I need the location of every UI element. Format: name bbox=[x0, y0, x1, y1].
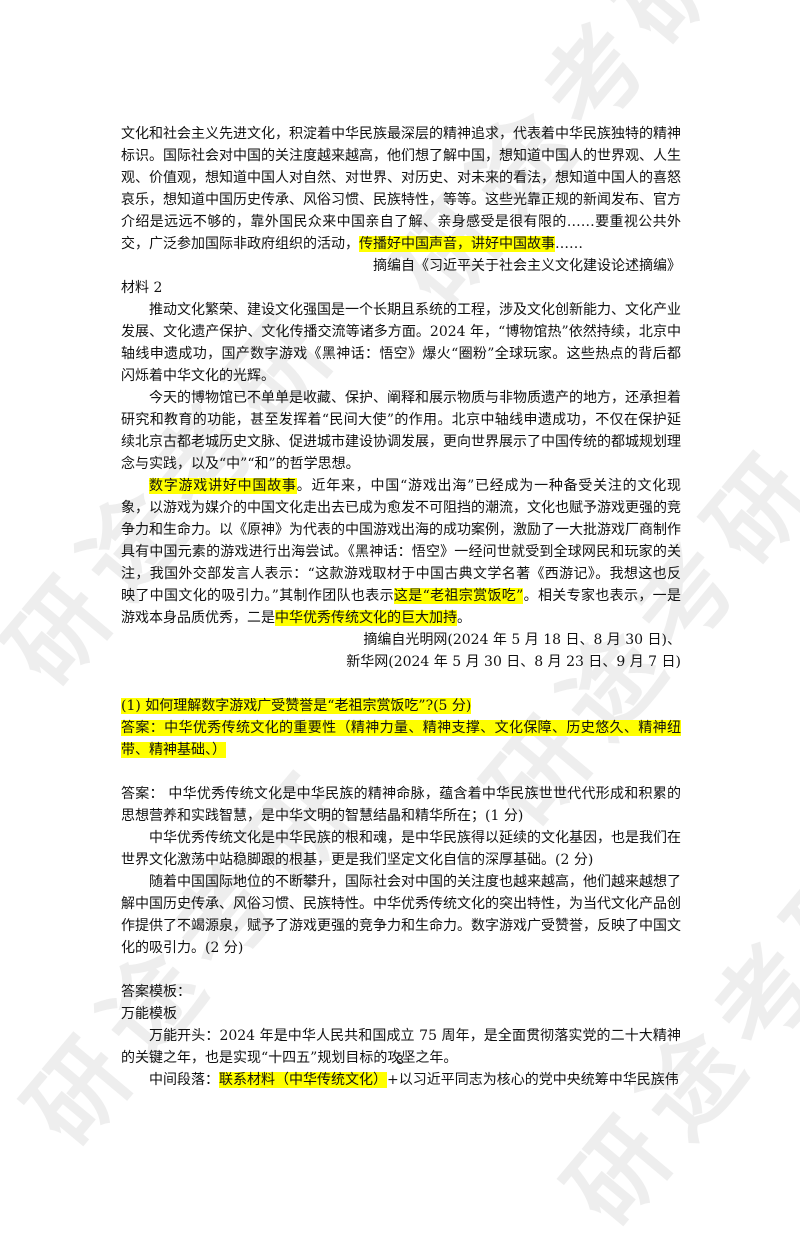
section-heading: 材料 2 bbox=[121, 280, 163, 296]
highlight: 中华优秀传统文化的巨大加持 bbox=[275, 610, 457, 626]
source-citation: 摘编自光明网(2024 年 5 月 18 日、8 月 30 日)、 bbox=[363, 632, 681, 648]
short-answer: 答案：中华优秀传统文化的重要性（精神力量、精神支撑、文化保障、历史悠久、精神纽带… bbox=[121, 717, 681, 761]
passage-1-text: 文化和社会主义先进文化，积淀着中华民族最深层的精神追求，代表着中华民族独特的精神… bbox=[121, 126, 681, 252]
template-middle-text: +以习近平同志为核心的党中央统筹中华民族伟 bbox=[387, 1072, 679, 1088]
paragraph: 今天的博物馆已不单单是收藏、保护、阐释和展示物质与非物质遗产的地方，还承担着研究… bbox=[121, 390, 681, 472]
template-middle: 中间段落：联系材料（中华传统文化）+以习近平同志为核心的党中央统筹中华民族伟 bbox=[121, 1069, 681, 1091]
paragraph: 数字游戏讲好中国故事。近年来，中国“游戏出海”已经成为一种备受关注的文化现象，以… bbox=[121, 475, 681, 629]
template-heading: 答案模板： bbox=[121, 984, 191, 1000]
paragraph-text: 。近年来，中国“游戏出海”已经成为一种备受关注的文化现象，以游戏为媒介的中国文化… bbox=[121, 478, 681, 604]
answer-paragraph: 中华优秀传统文化是中华民族的根和魂，是中华民族得以延续的文化基因，也是我们在世界… bbox=[121, 830, 681, 868]
highlight: 联系材料（中华传统文化） bbox=[219, 1072, 387, 1088]
paragraph-text: 。相关专家也表示，一是游戏本身品质优秀，二是 bbox=[121, 588, 681, 626]
document-body: 文化和社会主义先进文化，积淀着中华民族最深层的精神追求，代表着中华民族独特的精神… bbox=[121, 123, 681, 1091]
source-citation: 摘编自《习近平关于社会主义文化建设论述摘编》 bbox=[373, 258, 681, 274]
passage-1: 文化和社会主义先进文化，积淀着中华民族最深层的精神追求，代表着中华民族独特的精神… bbox=[121, 123, 681, 255]
question: (1) 如何理解数字游戏广受赞誉是“老祖宗赏饭吃”?(5 分) bbox=[121, 695, 681, 717]
page-number: 3 bbox=[396, 1052, 404, 1067]
short-answer-text: 答案：中华优秀传统文化的重要性（精神力量、精神支撑、文化保障、历史悠久、精神纽带… bbox=[121, 720, 681, 758]
passage-1-tail: …… bbox=[555, 236, 583, 252]
template-opening: 万能开头：2024 年是中华人民共和国成立 75 周年，是全面贯彻落实党的二十大… bbox=[121, 1028, 681, 1066]
highlight: 传播好中国声音，讲好中国故事 bbox=[359, 236, 555, 252]
answer-paragraph: 随着中国国际地位的不断攀升，国际社会对中国的关注度也越来越高，他们越来越想了解中… bbox=[121, 874, 681, 956]
question-text: (1) 如何理解数字游戏广受赞誉是“老祖宗赏饭吃”?(5 分) bbox=[121, 698, 472, 714]
template-middle-label: 中间段落： bbox=[149, 1072, 219, 1088]
answer-paragraph: 答案： 中华优秀传统文化是中华民族的精神命脉，蕴含着中华民族世世代代形成和积累的… bbox=[121, 786, 681, 824]
paragraph-text: 。 bbox=[457, 610, 471, 626]
highlight: 数字游戏讲好中国故事 bbox=[149, 478, 297, 494]
paragraph: 推动文化繁荣、建设文化强国是一个长期且系统的工程，涉及文化创新能力、文化产业发展… bbox=[121, 302, 681, 384]
template-subheading: 万能模板 bbox=[121, 1006, 177, 1022]
highlight: 这是“老祖宗赏饭吃” bbox=[393, 588, 524, 604]
source-citation: 新华网(2024 年 5 月 30 日、8 月 23 日、9 月 7 日) bbox=[346, 654, 681, 670]
